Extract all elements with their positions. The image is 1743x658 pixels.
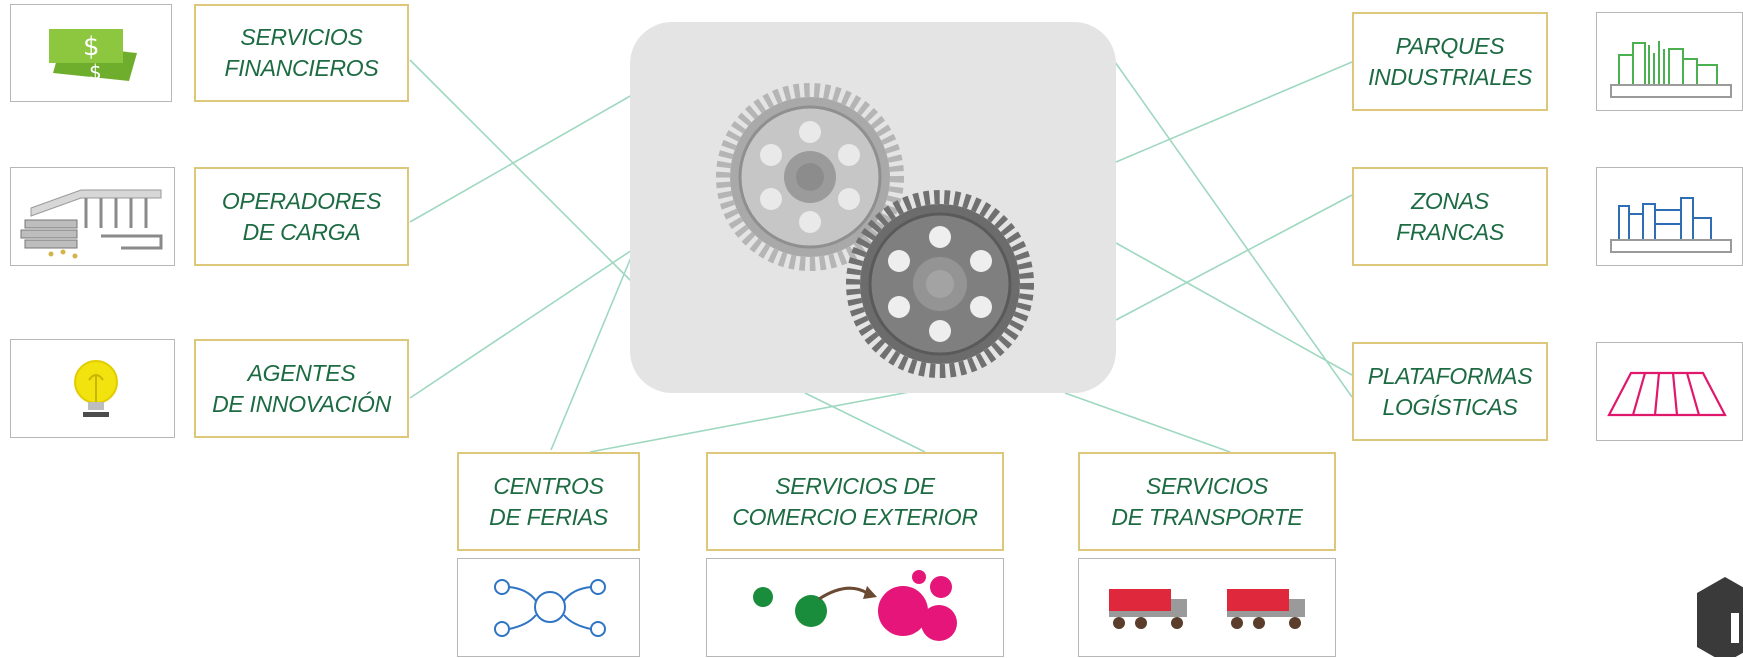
connector-line xyxy=(1115,242,1353,376)
connector-line xyxy=(804,392,926,453)
node-label-line2: INDUSTRIALES xyxy=(1368,63,1532,90)
svg-text:$: $ xyxy=(83,32,100,62)
network-icon-box xyxy=(457,558,640,657)
node-label-line1: OPERADORES xyxy=(221,187,382,214)
node-comercio-exterior: SERVICIOS DE COMERCIO EXTERIOR xyxy=(706,452,1004,551)
trucks-icon xyxy=(1109,589,1305,629)
node-label-line1: PLATAFORMAS xyxy=(1367,362,1533,389)
page-badge-icon xyxy=(1697,577,1743,657)
node-label-line1: AGENTES xyxy=(247,359,356,386)
lightbulb-icon xyxy=(74,360,118,417)
connector-line xyxy=(409,94,633,223)
platform-icon xyxy=(1607,371,1727,417)
connector-line xyxy=(1115,194,1353,321)
node-label-line2: FINANCIEROS xyxy=(224,55,379,81)
node-servicios-financieros: SERVICIOS FINANCIEROS xyxy=(194,4,409,102)
gears-icon xyxy=(716,83,1034,378)
connector-line xyxy=(1115,61,1353,163)
warehouse-icon xyxy=(20,189,163,259)
industrial-park-icon-box xyxy=(1596,12,1743,111)
free-zone-icon xyxy=(1610,197,1732,253)
node-label-line2: DE CARGA xyxy=(242,218,361,245)
node-parques-industriales: PARQUES INDUSTRIALES xyxy=(1352,12,1548,111)
connector-line xyxy=(409,59,633,283)
node-label-line2: DE TRANSPORTE xyxy=(1111,503,1303,530)
growth-circles-icon-box xyxy=(706,558,1004,657)
industrial-park-icon xyxy=(1610,41,1732,98)
connector-line xyxy=(550,254,633,451)
network-icon xyxy=(494,579,606,637)
connector-line xyxy=(409,249,633,399)
node-label-line1: SERVICIOS DE xyxy=(775,472,935,499)
node-centros-ferias: CENTROS DE FERIAS xyxy=(457,452,640,551)
node-agentes-innovacion: AGENTES DE INNOVACIÓN xyxy=(194,339,409,438)
central-hub xyxy=(630,22,1116,393)
connector-line xyxy=(589,389,921,453)
node-zonas-francas: ZONAS FRANCAS xyxy=(1352,167,1548,266)
node-label-line2: FRANCAS xyxy=(1396,218,1504,245)
connector-line xyxy=(1064,392,1231,453)
node-label-line1: ZONAS xyxy=(1411,187,1489,214)
svg-text:$: $ xyxy=(89,60,102,84)
node-label-line2: COMERCIO EXTERIOR xyxy=(732,503,978,530)
trucks-icon-box xyxy=(1078,558,1336,657)
node-label-line1: SERVICIOS xyxy=(1145,472,1269,499)
node-label-line1: CENTROS xyxy=(493,472,604,499)
money-icon: $ $ xyxy=(49,29,137,84)
node-label-line2: LOGÍSTICAS xyxy=(1382,393,1518,420)
free-zone-icon-box xyxy=(1596,167,1743,266)
node-operadores-carga: OPERADORES DE CARGA xyxy=(194,167,409,266)
node-plataformas-logisticas: PLATAFORMAS LOGÍSTICAS xyxy=(1352,342,1548,441)
connector-line xyxy=(1114,61,1353,398)
node-label-line2: DE FERIAS xyxy=(489,503,608,530)
node-transporte: SERVICIOS DE TRANSPORTE xyxy=(1078,452,1336,551)
platform-icon-box xyxy=(1596,342,1743,441)
lightbulb-icon-box xyxy=(10,339,175,438)
warehouse-icon-box xyxy=(10,167,175,266)
growth-circles-icon xyxy=(753,570,957,641)
node-label-line1: PARQUES xyxy=(1395,32,1505,59)
money-icon-box: $ $ xyxy=(10,4,172,102)
node-label-line1: SERVICIOS xyxy=(240,24,363,50)
node-label-line2: DE INNOVACIÓN xyxy=(212,390,391,417)
